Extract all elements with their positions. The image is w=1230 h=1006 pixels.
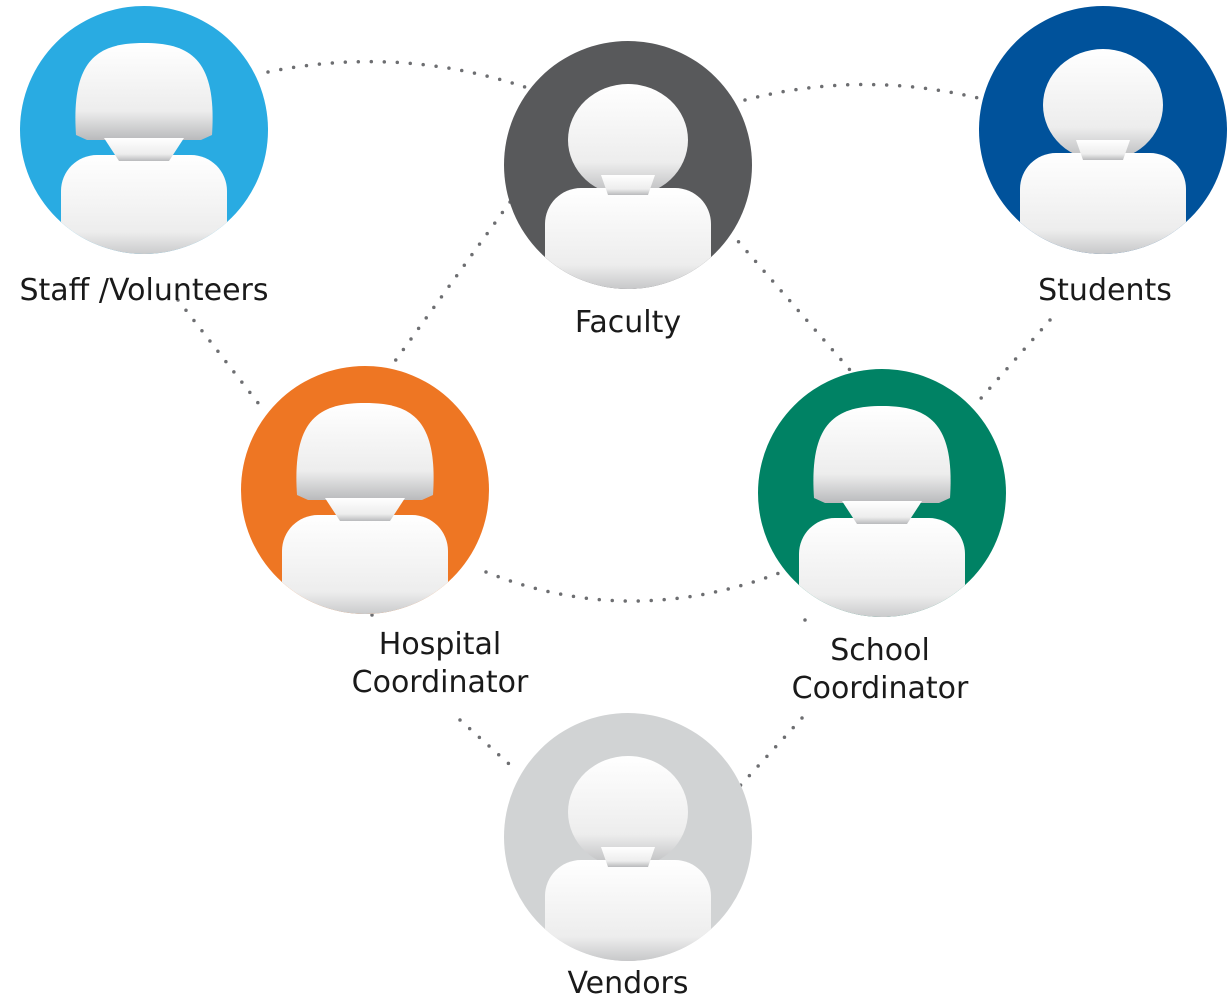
connector-hospital-school — [484, 570, 784, 603]
connector-faculty-school — [728, 230, 852, 372]
vendors-label: Vendors — [567, 966, 689, 1001]
vendors-node — [503, 712, 753, 962]
female-person-icon — [241, 366, 489, 614]
male-person-icon — [504, 41, 752, 289]
connector-faculty-hospital — [388, 200, 512, 370]
female-person-icon — [758, 369, 1006, 617]
school-coordinator-label: School Coordinator — [760, 632, 1000, 708]
staff-volunteers-label: Staff /Volunteers — [19, 273, 269, 308]
staff-volunteers-node — [19, 5, 269, 255]
connector-faculty-students — [743, 82, 980, 102]
female-person-icon — [20, 6, 268, 254]
hospital-coordinator-node — [240, 365, 490, 615]
hospital-coordinator-label: Hospital Coordinator — [320, 626, 560, 702]
connector-school-vendors — [736, 618, 807, 790]
connector-hospital-vendors — [370, 613, 520, 774]
school-coordinator-label-line2: Coordinator — [791, 671, 969, 706]
faculty-node — [503, 40, 753, 290]
students-label: Students — [1038, 273, 1172, 308]
hospital-coordinator-label-line2: Coordinator — [351, 665, 529, 700]
faculty-label: Faculty — [574, 305, 682, 340]
hospital-coordinator-label-line1: Hospital — [378, 627, 502, 662]
students-node — [978, 5, 1228, 255]
school-coordinator-label-line1: School — [830, 633, 930, 668]
male-person-icon — [979, 6, 1227, 254]
connector-staff-faculty — [266, 59, 530, 90]
school-coordinator-node — [757, 368, 1007, 618]
male-person-icon — [504, 713, 752, 961]
